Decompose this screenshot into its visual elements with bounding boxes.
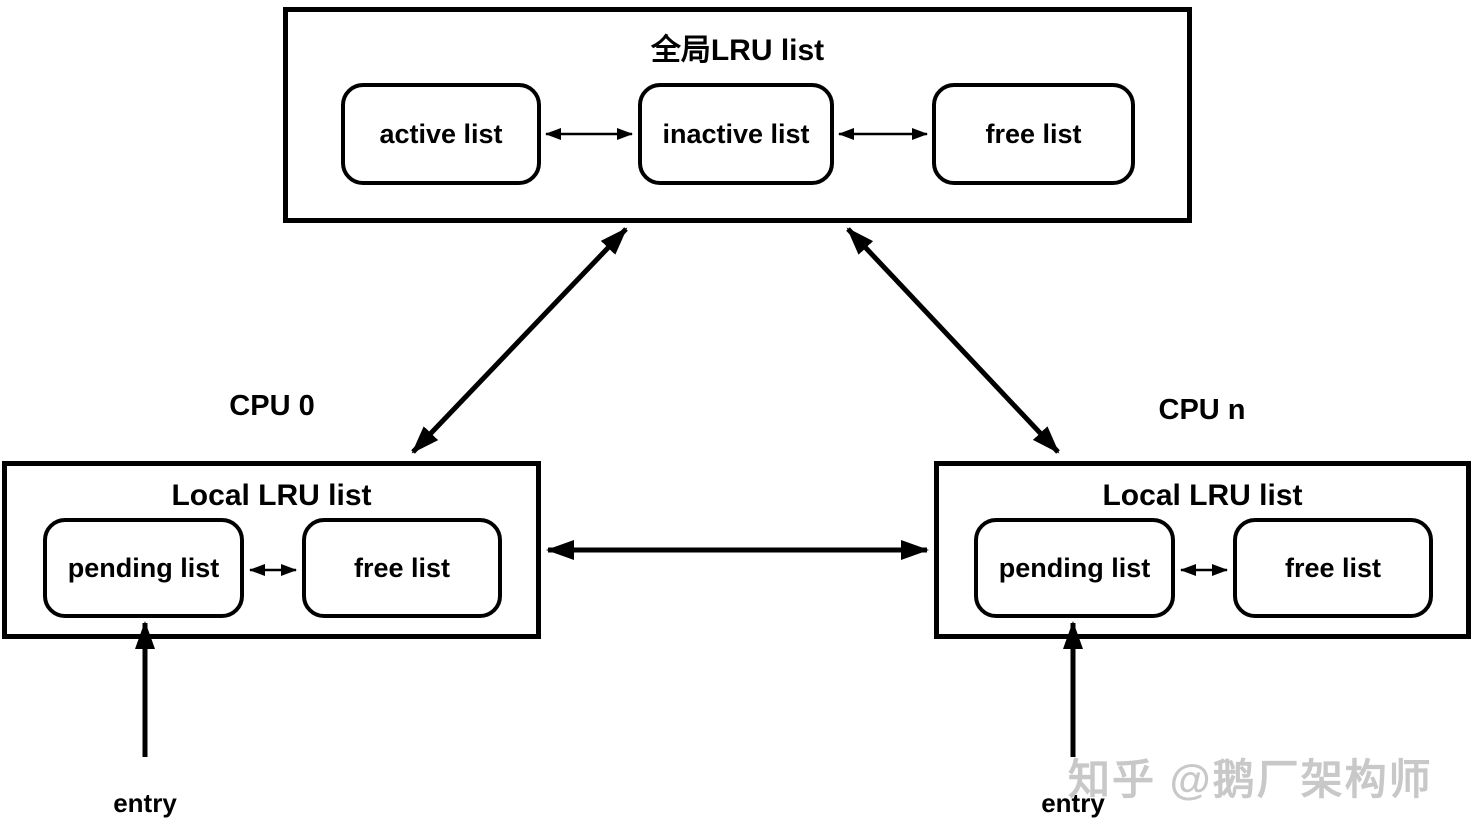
cpun-free-list: free list bbox=[1233, 518, 1433, 618]
node-global-free-list: free list bbox=[932, 83, 1135, 185]
node-inactive-list-label: inactive list bbox=[662, 118, 810, 149]
watermark: 知乎 @鹅厂架构师 bbox=[1068, 756, 1433, 803]
cpu0-pending-list-label: pending list bbox=[67, 552, 220, 583]
cpu0-free-list: free list bbox=[302, 518, 502, 618]
cpu0-local-title: Local LRU list bbox=[171, 479, 372, 512]
cpu0-pending-list: pending list bbox=[43, 518, 244, 618]
arrow-global-cpu0 bbox=[411, 227, 628, 454]
cpun-label: CPU n bbox=[1158, 394, 1246, 426]
node-inactive-list: inactive list bbox=[638, 83, 834, 185]
cpun-local-title: Local LRU list bbox=[1102, 479, 1303, 512]
cpun-free-list-label: free list bbox=[1284, 552, 1382, 583]
node-active-list-label: active list bbox=[379, 118, 503, 149]
cpun-pending-list: pending list bbox=[974, 518, 1175, 618]
global-lru-title: 全局LRU list bbox=[650, 34, 825, 67]
node-global-free-list-label: free list bbox=[985, 118, 1082, 149]
cpu0-free-list-label: free list bbox=[353, 552, 451, 583]
cpun-pending-list-label: pending list bbox=[998, 552, 1151, 583]
cpu0-entry-label: entry bbox=[113, 788, 177, 818]
node-active-list: active list bbox=[341, 83, 541, 185]
arrow-global-cpun bbox=[846, 227, 1060, 454]
cpu0-label: CPU 0 bbox=[229, 390, 315, 422]
cpun-entry-label: entry bbox=[1041, 788, 1105, 818]
